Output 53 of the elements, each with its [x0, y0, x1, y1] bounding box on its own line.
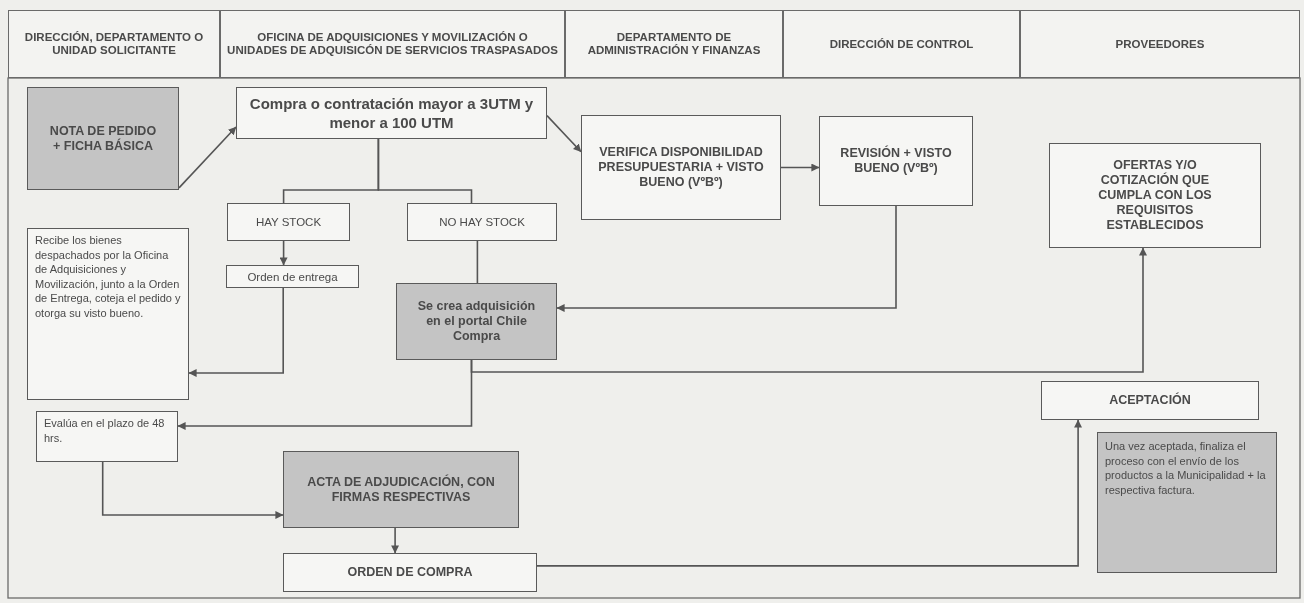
- arrow: [556, 205, 897, 312]
- arrow: [188, 287, 284, 377]
- lane-header: [565, 10, 783, 78]
- arrow: [279, 240, 288, 266]
- lane-title: DIRECCIÓN, DEPARTAMENTO O UNIDAD SOLICITANTE: [23, 31, 205, 57]
- box-label: ACTA DE ADJUDICACIÓN, CON FIRMAS RESPECTIVAS: [306, 474, 496, 505]
- arrow: [780, 163, 820, 172]
- shaded-note-box: [1097, 432, 1277, 573]
- process-box: [283, 553, 537, 592]
- arrow: [101, 461, 284, 519]
- lane-title: OFICINA DE ADQUISICIONES Y MOVILIZACIÓN O UNIDADES DE ADQUISICÓN DE SERVICIOS TRASPASADOS: [226, 31, 559, 57]
- shaded-process-box: [283, 451, 519, 528]
- lane-title: DIRECCIÓN DE CONTROL: [829, 37, 974, 51]
- connector-line: [377, 138, 473, 204]
- box-label: ORDEN DE COMPRA: [347, 565, 473, 580]
- box-label: ACEPTACIÓN: [1109, 393, 1191, 408]
- lane-header: [8, 10, 220, 78]
- shaded-process-box: [396, 283, 557, 360]
- process-box: [1049, 143, 1261, 248]
- arrow: [178, 126, 237, 189]
- arrow: [546, 114, 582, 153]
- process-box: [236, 87, 547, 139]
- box-label: Compra o contratación mayor a 3UTM y menor a 100 UTM: [248, 94, 535, 132]
- process-box: [407, 203, 557, 241]
- lane-title: PROVEEDORES: [1115, 37, 1205, 51]
- box-label: Una vez aceptada, finaliza el proceso con el envío de los productos a la Municipalidad + la respectiva factura.: [1105, 439, 1267, 497]
- box-label: Orden de entrega: [247, 269, 338, 284]
- note-box: [27, 228, 189, 400]
- process-box: [1041, 381, 1259, 420]
- process-box: [226, 265, 359, 288]
- lane-header: [1020, 10, 1300, 78]
- arrow: [177, 359, 473, 430]
- connector-line: [476, 240, 479, 284]
- box-label: REVISIÓN + VISTO BUENO (VºBº): [839, 146, 953, 176]
- lane-header: [220, 10, 565, 78]
- arrow: [536, 419, 1083, 567]
- note-box: [36, 411, 178, 462]
- process-box: [819, 116, 973, 206]
- process-box: [581, 115, 781, 220]
- shaded-process-box: [27, 87, 179, 190]
- lane-title: DEPARTAMENTO DE ADMINISTRACIÓN Y FINANZAS: [586, 31, 762, 57]
- box-label: NOTA DE PEDIDO + FICHA BÁSICA: [48, 123, 158, 154]
- lane-header: [783, 10, 1020, 78]
- box-label: Evalúa en el plazo de 48 hrs.: [44, 416, 166, 445]
- box-label: OFERTAS Y/O COTIZACIÓN QUE CUMPLA CON LOS REQUISITOS ESTABLECIDOS: [1097, 158, 1213, 233]
- box-label: VERIFICA DISPONIBILIDAD PRESUPUESTARIA + VISTO BUENO (VºBº): [597, 145, 765, 190]
- box-label: NO HAY STOCK: [439, 215, 525, 229]
- arrow: [470, 247, 1147, 373]
- box-label: HAY STOCK: [255, 215, 322, 229]
- arrow: [391, 527, 400, 554]
- box-label: Se crea adquisición en el portal Chile Compra: [416, 299, 537, 344]
- box-label: Recibe los bienes despachados por la Oficina de Adquisiciones y Movilización, junto a la Orden de Entrega, coteja el pedido y otorga su visto bueno.: [35, 233, 181, 320]
- process-box: [227, 203, 350, 241]
